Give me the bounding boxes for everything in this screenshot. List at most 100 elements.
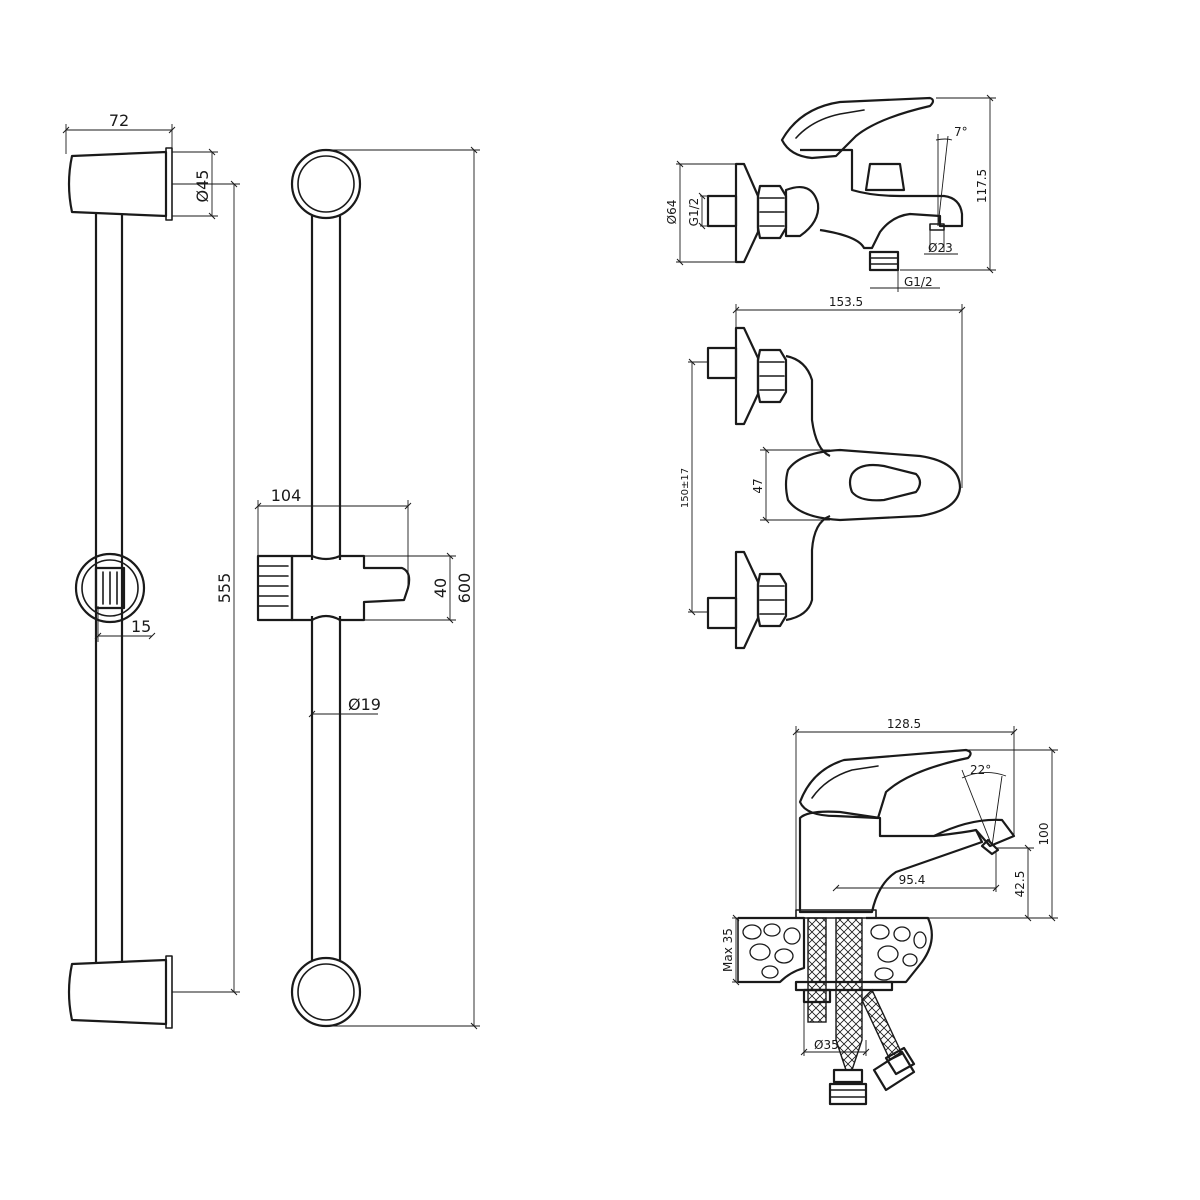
mixer-housing xyxy=(800,148,964,250)
hose-2-collar xyxy=(884,1046,916,1076)
flex-hose-1 xyxy=(835,917,863,1071)
basin-width-label: 128.5 xyxy=(887,717,921,731)
hose-1-collar xyxy=(832,1068,864,1084)
slider-knob-ribs xyxy=(257,565,289,607)
basin-lever-highlight xyxy=(811,765,879,799)
slider-grip-ribs xyxy=(102,571,118,605)
bottom-outlet-thread xyxy=(869,257,899,265)
total-height-label: 600 xyxy=(455,573,474,604)
dim-diameter-45: Ø45 xyxy=(172,148,218,220)
top-bracket xyxy=(67,150,168,218)
hex-nut-lines xyxy=(759,197,785,227)
dim-height-117: 117.5 xyxy=(900,94,996,274)
slider-ring-inner xyxy=(81,559,139,617)
flange-diameter-label: Ø64 xyxy=(665,200,679,225)
hose-1-nut-lines xyxy=(829,1089,867,1098)
outlet-thread-label: G1/2 xyxy=(904,275,933,289)
rail-length-label: 555 xyxy=(215,573,234,604)
lever-highlight xyxy=(795,109,865,139)
lower-inlet xyxy=(706,596,738,630)
dim-width-153: 153.5 xyxy=(732,295,966,488)
shower-rail-side-view: 72 Ø45 555 15 xyxy=(62,111,240,1029)
dim-width-72: 72 xyxy=(62,111,176,154)
dim-width-128: 128.5 xyxy=(792,717,1018,910)
hole-diameter-label: Ø35 xyxy=(814,1038,839,1052)
dim-holder-40: 40 xyxy=(364,552,456,624)
holder-size-label: 15 xyxy=(131,617,151,636)
basin-lever xyxy=(798,748,972,820)
dim-spout-reach-95: 95.4 xyxy=(832,852,1000,892)
under-sink-assembly xyxy=(794,917,916,1106)
max-thickness-label: Max 35 xyxy=(721,928,735,972)
dim-hole-35: Ø35 xyxy=(800,990,870,1056)
basin-angle-label: 22° xyxy=(970,763,991,777)
inlet-pipe xyxy=(706,194,738,228)
body-height-label: 47 xyxy=(751,478,765,493)
basin-height-label: 100 xyxy=(1037,823,1051,846)
lower-nut xyxy=(756,572,788,628)
stone-pattern xyxy=(742,923,927,981)
dim-angle-7: 7° xyxy=(935,125,968,227)
dim-height-100: 100 xyxy=(876,746,1058,922)
shower-rail-front-view: 104 40 600 Ø19 xyxy=(254,146,480,1030)
dim-aerator-23: Ø23 xyxy=(924,230,958,255)
flex-hose-2 xyxy=(861,988,903,1061)
bracket-diameter-label: Ø45 xyxy=(193,170,212,203)
bottom-mount-inner xyxy=(297,963,355,1021)
mixer-body xyxy=(784,186,820,238)
bottom-outlet xyxy=(868,250,900,272)
dim-holder-15: 15 xyxy=(94,606,156,642)
top-mount-inner xyxy=(297,155,355,213)
slider-knob xyxy=(256,554,294,622)
hose-1-nut xyxy=(828,1082,868,1106)
dim-flange-64: Ø64 xyxy=(665,160,736,266)
dim-holder-104: 104 xyxy=(254,486,412,588)
upper-nut xyxy=(756,348,788,404)
mixer-lever xyxy=(780,96,935,160)
dim-outlet-g12: G1/2 xyxy=(870,270,940,292)
top-mount-outer xyxy=(290,148,362,220)
bath-mixer-top-view: 153.5 150±17 47 xyxy=(680,295,966,650)
spout-height-label: 42.5 xyxy=(1013,871,1027,898)
mixer-body-top xyxy=(785,354,831,622)
lower-flange xyxy=(734,550,760,650)
dim-length-555: 555 xyxy=(172,180,240,996)
bottom-bracket xyxy=(67,958,168,1026)
dim-body-47: 47 xyxy=(751,446,830,524)
hex-nut xyxy=(756,184,788,240)
aerator xyxy=(929,223,945,231)
dim-max-35: Max 35 xyxy=(721,914,740,986)
dim-rail-19: Ø19 xyxy=(308,695,381,718)
bottom-mount-outer xyxy=(290,956,362,1028)
upper-inlet xyxy=(706,346,738,380)
dim-inlet-g12: G1/2 xyxy=(687,192,708,230)
rail-width-label: 72 xyxy=(109,111,129,130)
lower-nut-lines xyxy=(759,585,785,615)
rail-diameter-label: Ø19 xyxy=(348,695,381,714)
lever-top xyxy=(784,448,962,522)
lever-grip-hole xyxy=(848,463,922,502)
slider-ring xyxy=(74,552,146,624)
diverter-knob xyxy=(864,162,906,192)
dim-centers-150: 150±17 xyxy=(680,358,708,616)
hose-2-nut xyxy=(872,1050,916,1092)
countertop-section xyxy=(737,916,933,984)
dim-spout-height-42: 42.5 xyxy=(996,844,1034,922)
aerator-diameter-label: Ø23 xyxy=(928,241,953,255)
spout-angle-label: 7° xyxy=(954,125,968,139)
threaded-stud xyxy=(807,917,827,1023)
mixer-height-label: 117.5 xyxy=(975,169,989,203)
wall-flange xyxy=(734,162,760,264)
upper-flange xyxy=(734,326,760,426)
basin-aerator xyxy=(980,838,1000,856)
basin-spout xyxy=(933,818,1016,848)
holder-height-label: 40 xyxy=(431,578,450,598)
upper-nut-lines xyxy=(759,361,785,391)
dim-total-600: 600 xyxy=(326,146,480,1030)
top-width-label: 153.5 xyxy=(829,295,863,309)
dim-angle-22: 22° xyxy=(961,763,1007,847)
center-distance-label: 150±17 xyxy=(680,468,691,508)
holder-width-label: 104 xyxy=(271,486,302,505)
basin-mixer-side-view: 128.5 22° 100 42.5 95.4 xyxy=(721,717,1058,1106)
